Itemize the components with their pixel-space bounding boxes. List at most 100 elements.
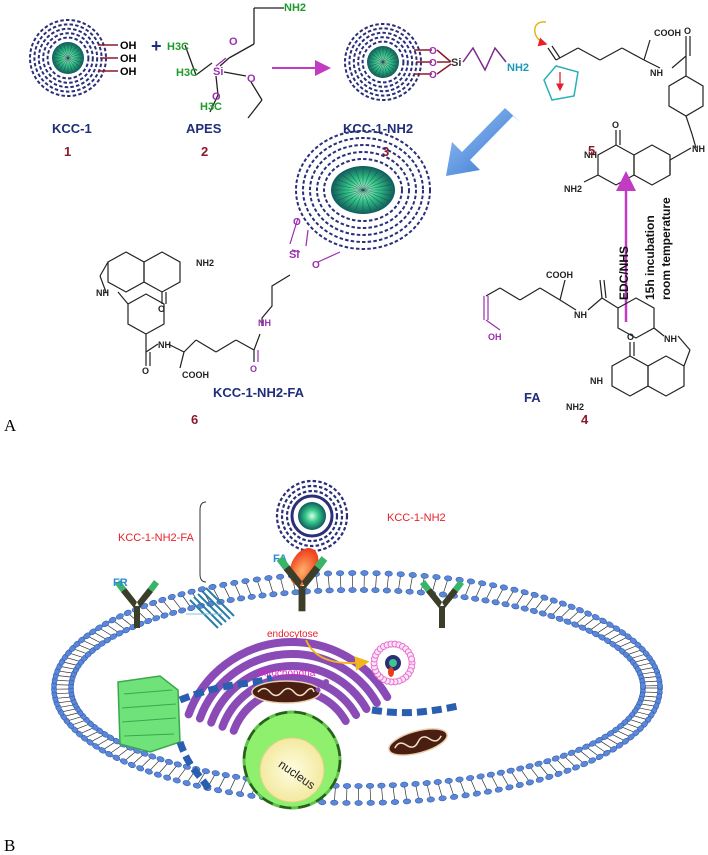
lipid-head <box>414 797 424 804</box>
particle-fiber <box>63 57 69 72</box>
plus-sign: + <box>151 36 162 56</box>
lipid-head <box>640 681 646 690</box>
lipid-head <box>241 578 250 584</box>
lipid-head <box>432 574 441 580</box>
lipid-head <box>591 614 600 621</box>
methyl-label: H3C <box>167 41 189 53</box>
silicon-label: Si <box>451 57 461 69</box>
folic-acid-structure <box>483 279 691 397</box>
conjugate-label: KCC-1-NH2-FA <box>118 532 194 544</box>
lipid-head <box>657 681 663 690</box>
lipid-head <box>394 588 403 594</box>
hydroxy-label: OH <box>488 332 502 342</box>
particle-fiber <box>334 189 364 196</box>
particle-fiber <box>382 61 392 74</box>
activated-folate-structure <box>534 21 704 186</box>
lipid-head <box>101 620 110 628</box>
lipid-head <box>551 755 560 762</box>
lipid-head <box>420 573 429 579</box>
particle-fiber <box>67 46 77 59</box>
particle-fiber <box>371 61 384 71</box>
lipid-head <box>214 787 223 794</box>
silicon-label: Si <box>289 249 299 261</box>
lipid-head <box>481 597 490 604</box>
lipid-head <box>252 576 261 583</box>
oxygen-label: O <box>429 70 437 81</box>
lipid-head <box>342 783 352 789</box>
lipid-head <box>472 790 481 797</box>
particle-fiber <box>382 50 392 63</box>
particle-shell <box>316 151 410 229</box>
particle-shell <box>352 31 414 93</box>
lipid-head <box>501 601 510 608</box>
lipid-head <box>127 761 136 769</box>
lipid-head <box>226 597 235 603</box>
nanoparticle <box>275 479 349 553</box>
compound-name-3: KCC-1-NH2 <box>343 121 413 136</box>
lipid-head <box>520 589 529 596</box>
particle-fiber <box>54 53 69 59</box>
lipid-head <box>580 760 589 768</box>
lipid-head <box>377 782 386 789</box>
particle-fiber <box>56 49 69 59</box>
particle-fiber <box>362 174 384 191</box>
particle-fiber <box>382 57 397 63</box>
particle-fiber <box>369 57 384 63</box>
lipid-head <box>156 756 165 763</box>
imine-label: NH <box>96 288 109 298</box>
particle-fiber <box>59 46 69 59</box>
receptor-tip <box>453 580 464 592</box>
lipid-head <box>221 772 230 778</box>
lipid-head <box>538 610 547 617</box>
imine-label: NH <box>158 340 171 350</box>
lipid-head <box>466 578 476 585</box>
lipid-head <box>400 781 409 788</box>
particle-fiber <box>355 189 364 211</box>
lipid-head <box>354 783 363 789</box>
lipid-head <box>405 588 414 595</box>
hydroxyl-label: OH <box>120 66 137 78</box>
lipid-head <box>575 746 583 753</box>
transfer-arrow <box>446 108 520 176</box>
lipid-head <box>494 786 503 793</box>
lipid-head <box>408 572 417 578</box>
particle-fiber <box>342 174 364 191</box>
lipid-head <box>460 594 469 601</box>
particle-fiber <box>362 189 378 209</box>
lipid-head <box>360 570 369 576</box>
compound-name-4: FA <box>524 390 541 405</box>
lipid-head <box>276 573 285 580</box>
particle-fiber <box>334 184 364 191</box>
particle-fiber <box>382 48 388 63</box>
apes-amine-label: NH2 <box>284 2 306 14</box>
lipid-head <box>559 752 568 759</box>
lipid-head <box>572 764 580 771</box>
mitochondria-label: Mitochondria <box>258 668 316 679</box>
condition-time: 15h incubation <box>643 215 657 300</box>
condition-temperature: room temperature <box>659 197 673 300</box>
golgi-vesicle <box>315 687 321 693</box>
lipid-head <box>318 799 327 806</box>
particle-fiber <box>54 57 69 63</box>
particle-fiber <box>362 169 371 191</box>
compound-name-1: KCC-1 <box>52 121 92 136</box>
lipid-head <box>511 603 520 610</box>
lipid-head <box>466 775 475 781</box>
receptor-label: FR <box>113 577 128 589</box>
lipid-head <box>515 782 524 788</box>
lipid-head <box>201 768 210 775</box>
particle-shell <box>275 479 349 553</box>
er-strand <box>371 702 459 717</box>
conjugate-particle <box>295 130 431 250</box>
receptor-tip <box>314 556 328 570</box>
endosome-vesicle <box>370 640 416 686</box>
er-strand <box>178 674 274 704</box>
receptor-arm <box>426 588 442 608</box>
lipid-head <box>152 615 161 622</box>
particle-shell <box>323 158 403 222</box>
lipid-head <box>208 584 217 590</box>
receptor-stem <box>298 586 306 612</box>
oxygen-label: O <box>293 217 301 228</box>
particle-shell <box>37 27 99 89</box>
